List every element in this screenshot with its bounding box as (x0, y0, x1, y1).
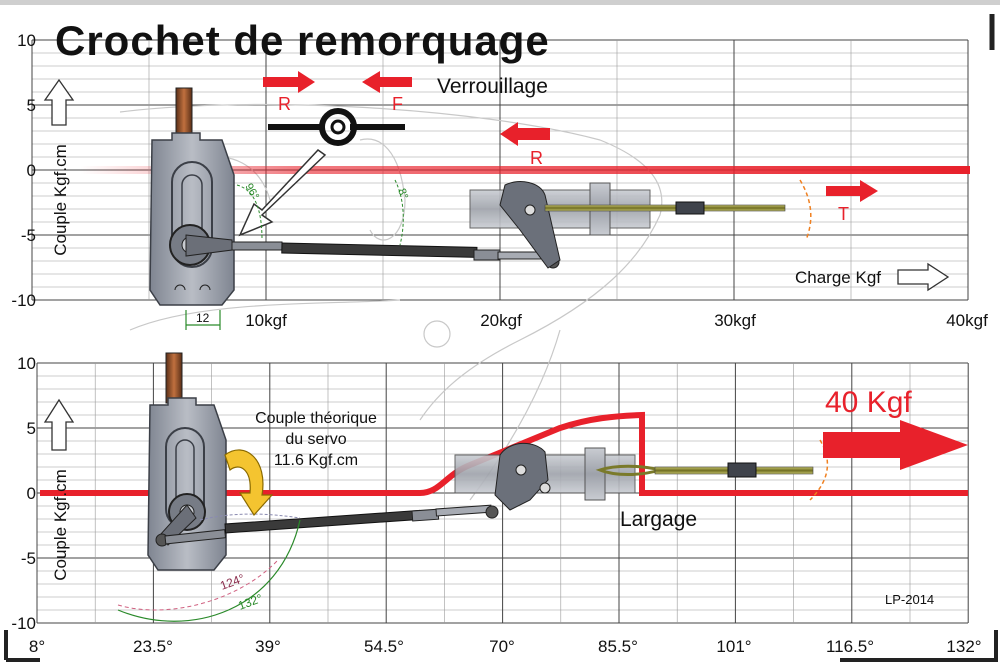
top-x-axis-arrow-icon (897, 262, 950, 292)
bottom-ytick: 0 (27, 484, 36, 503)
frame-corner-bottom-right (840, 630, 998, 662)
top-ytick: 0 (27, 161, 36, 180)
top-dimension-label: 12 (196, 311, 210, 325)
top-ytick: 5 (27, 96, 36, 115)
arrow-t-icon (826, 180, 878, 202)
bottom-xtick: 132° (946, 637, 981, 656)
bottom-ytick: 10 (17, 354, 36, 373)
frame-top-bar (0, 0, 1000, 5)
bottom-xtick: 39° (255, 637, 281, 656)
load-label: 40 Kgf (825, 386, 912, 419)
bottom-hook-body (454, 442, 814, 511)
bottom-xtick: 101° (716, 637, 751, 656)
bottom-ytick: -10 (11, 614, 36, 633)
arrow-t-label: T (838, 204, 849, 224)
top-xtick: 40kgf (946, 311, 988, 330)
top-x-axis-label: Charge Kgf (795, 268, 881, 287)
bottom-angle-arc-a (117, 559, 279, 611)
top-hook-body (469, 181, 786, 269)
top-release-arc (799, 179, 812, 241)
release-label: Largage (620, 508, 697, 531)
top-torque-line (80, 166, 970, 174)
top-servo (149, 87, 235, 306)
arrow-f-icon (362, 71, 412, 93)
bottom-y-axis-arrow-icon (43, 398, 75, 451)
torque-label-line2: du servo (285, 431, 346, 448)
bottom-ytick: 5 (27, 419, 36, 438)
bottom-angle-a-label: 124° (218, 571, 246, 593)
top-xtick: 20kgf (480, 311, 522, 330)
top-xtick: 30kgf (714, 311, 756, 330)
top-y-axis-label: Couple Kgf.cm (51, 144, 70, 256)
bottom-xtick: 70° (489, 637, 515, 656)
arrow-r2-label: R (530, 148, 543, 168)
frame-corner-left (4, 630, 40, 662)
arrow-r1-icon (263, 71, 315, 93)
arrow-f-label: F (392, 94, 403, 114)
top-ytick: -5 (21, 226, 36, 245)
top-ytick: -10 (11, 291, 36, 310)
pointer-arrow-icon (238, 149, 327, 237)
torque-label-line1: Couple théorique (255, 410, 377, 427)
load-arrow-icon (823, 420, 968, 470)
bottom-push-rod (164, 504, 499, 545)
bottom-xtick: 23.5° (133, 637, 173, 656)
top-angle-arc-a (236, 184, 263, 241)
arrow-r2-icon (500, 122, 550, 146)
bottom-xtick: 8° (29, 637, 45, 656)
bottom-torque-curve (40, 411, 968, 496)
bottom-xtick: 54.5° (364, 637, 404, 656)
arrow-r1-label: R (278, 94, 291, 114)
bottom-release-arc (809, 439, 829, 501)
top-angle-arc-b (394, 179, 404, 246)
top-angle-a-label: 96° (242, 182, 261, 202)
top-y-ticks: 10 5 0 -5 -10 (11, 31, 36, 310)
top-heading: Verrouillage (437, 75, 548, 98)
top-push-rod (231, 241, 560, 269)
bottom-ytick: -5 (21, 549, 36, 568)
torque-label-line3: 11.6 Kgf.cm (274, 452, 358, 469)
bottom-angle-guide (199, 513, 301, 521)
lock-symbol-icon (268, 108, 405, 146)
bottom-x-ticks: 8° 23.5° 39° 54.5° 70° 85.5° 101° 116.5°… (29, 637, 982, 656)
signature: LP-2014 (885, 592, 934, 607)
top-angle-b-label: 8° (395, 187, 410, 201)
bottom-xtick: 85.5° (598, 637, 638, 656)
top-y-axis-arrow-icon (43, 78, 75, 126)
torque-arrow-icon (224, 449, 274, 516)
page-title: Crochet de remorquage (55, 17, 550, 64)
bottom-y-axis-label: Couple Kgf.cm (51, 469, 70, 581)
bottom-xtick: 116.5° (826, 637, 874, 656)
bottom-y-ticks: 10 5 0 -5 -10 (11, 354, 36, 633)
bottom-angle-arc-b (117, 519, 301, 622)
top-x-ticks: 10kgf 20kgf 30kgf 40kgf (245, 311, 988, 330)
top-dimension (185, 310, 221, 330)
top-ytick: 10 (17, 31, 36, 50)
top-xtick: 10kgf (245, 311, 287, 330)
bottom-angle-b-label: 132° (236, 591, 264, 613)
